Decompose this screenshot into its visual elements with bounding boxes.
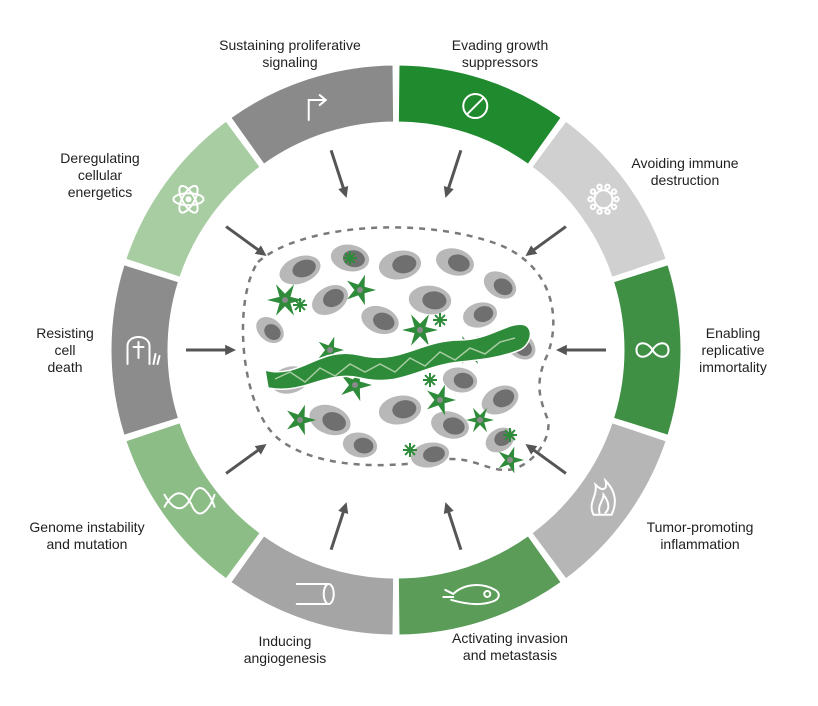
flame-icon (590, 477, 616, 516)
tumor-blood-vessel (264, 323, 532, 390)
arrowhead-invasion (443, 502, 454, 515)
tumor-cell (434, 246, 476, 278)
arrow-sustaining (329, 149, 347, 193)
arrow-evading (445, 149, 463, 193)
tumor-cell (482, 269, 518, 301)
bent-arrow-icon (307, 94, 328, 122)
stromal-cell (287, 404, 316, 436)
tumor-cell (341, 431, 379, 459)
tumor-cell (441, 366, 479, 394)
arrowhead-sustaining (338, 185, 349, 198)
stromal-cell (318, 336, 344, 364)
segment-inflammation (531, 422, 667, 580)
stromal-cell (466, 407, 494, 433)
arrowhead-evading (443, 185, 454, 198)
tumor-illustration (241, 226, 555, 474)
segment-death (110, 264, 180, 436)
stromal-cell (267, 284, 303, 316)
prohibited-icon (462, 93, 489, 120)
arrow-immune (529, 225, 567, 254)
arrowhead-immortality (556, 344, 567, 356)
atom-icon (172, 184, 205, 214)
immune-cell (293, 298, 307, 312)
immune-cell (343, 251, 357, 265)
vessel-pattern (274, 337, 516, 383)
segment-evading (397, 64, 562, 165)
arrowhead-immune (525, 245, 538, 256)
tumor-cell (480, 384, 520, 416)
segment-angiogenesis (230, 535, 395, 636)
segment-genome (125, 422, 261, 580)
immune-cell (433, 313, 447, 327)
segment-immortality (612, 264, 682, 436)
tumor-cell (409, 440, 451, 470)
segment-immune (531, 120, 667, 278)
tumor-cell (377, 248, 423, 282)
immune-cell (423, 373, 437, 387)
tumor-cell (254, 315, 286, 345)
stromal-cell (427, 384, 456, 416)
migrating-cell-icon (442, 584, 500, 606)
stromal-cell (341, 368, 372, 402)
grave-icon (126, 336, 161, 365)
segment-sustaining (230, 64, 395, 165)
dna-icon (163, 487, 216, 515)
arrow-angiogenesis (329, 507, 347, 551)
arrow-invasion (445, 507, 463, 551)
tumor-cell (278, 254, 322, 286)
tumor-cell (307, 403, 353, 437)
stromal-cell (402, 314, 438, 346)
arrowhead-energetics (254, 245, 267, 256)
tumor-cell (461, 300, 499, 330)
arrow-inflammation (529, 446, 567, 475)
tumor-cell (377, 393, 423, 427)
blood-vessel-icon (295, 582, 335, 605)
tumor-cell (407, 284, 453, 316)
tumor-cell (359, 304, 401, 336)
tumor-outline (241, 226, 555, 472)
arrow-genome (225, 446, 263, 475)
immune-cell-icon (587, 183, 620, 215)
tumor-cell (310, 283, 350, 317)
arrow-energetics (225, 225, 263, 254)
stromal-cell (498, 446, 524, 474)
arrowhead-genome (254, 444, 267, 455)
arrowhead-inflammation (525, 444, 538, 455)
segment-energetics (125, 120, 261, 278)
arrowhead-death (225, 344, 236, 356)
immune-cell (503, 428, 517, 442)
tumor-cell (429, 409, 471, 441)
immune-cell (403, 443, 417, 457)
stromal-cell (347, 274, 376, 306)
infinity-icon (635, 342, 670, 358)
arrowhead-angiogenesis (338, 502, 349, 515)
